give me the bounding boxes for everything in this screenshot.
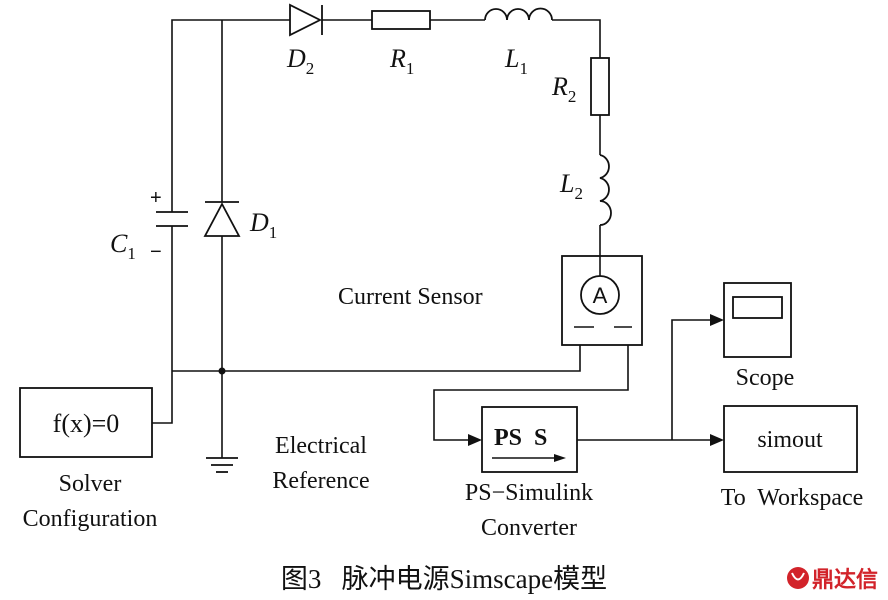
- watermark-text: 鼎达信: [812, 567, 878, 592]
- solver-label-line2: Configuration: [23, 506, 158, 532]
- arrow-to-converter: [468, 434, 482, 446]
- ps-converter-label-line2: Converter: [481, 515, 577, 541]
- ps-converter-block: PS S: [481, 406, 578, 473]
- wires: [152, 19, 712, 458]
- ps-converter-text: PS S: [494, 425, 547, 451]
- solver-label-line1: Solver: [59, 471, 122, 497]
- d1-label: D1: [249, 208, 277, 242]
- wire-sensor-ps: [433, 345, 629, 441]
- to-workspace-label: To Workspace: [721, 485, 864, 511]
- ground-symbol: [206, 457, 238, 473]
- current-sensor-label: Current Sensor: [338, 284, 483, 310]
- l1-label: L1: [504, 44, 528, 78]
- watermark-logo: 鼎达信: [787, 567, 878, 592]
- l2-label: L2: [559, 169, 583, 203]
- wire-l1-r2: [552, 19, 601, 58]
- wire-left-top: [171, 19, 290, 420]
- ps-converter-label-line1: PS−Simulink: [465, 480, 593, 506]
- c1-label: C1: [110, 229, 136, 263]
- solver-equation: f(x)=0: [53, 409, 120, 438]
- c1-minus-sign: −: [150, 241, 162, 263]
- r1-label: R1: [389, 44, 414, 78]
- junction-dot: [218, 367, 226, 375]
- d2-label: D2: [286, 44, 314, 78]
- scope-label: Scope: [736, 365, 795, 391]
- signal-arrows: [468, 314, 724, 446]
- figure-caption: 图3 脉冲电源Simscape模型: [281, 564, 607, 594]
- wire-solver: [152, 420, 173, 424]
- ammeter-symbol: A: [593, 283, 608, 308]
- r2-label: R2: [551, 72, 576, 106]
- capacitor-c1: [156, 211, 188, 227]
- wire-return: [172, 345, 581, 372]
- c1-plus-sign: +: [150, 187, 162, 209]
- current-sensor-block: A: [561, 255, 643, 346]
- wire-to-scope: [671, 319, 712, 440]
- diode-d1: [203, 201, 241, 237]
- scope-block: [723, 282, 792, 358]
- solver-block: [19, 387, 153, 458]
- arrow-to-scope: [710, 314, 724, 326]
- to-workspace-text: simout: [757, 427, 823, 453]
- to-workspace-block: [723, 405, 858, 473]
- electrical-reference-label-line2: Reference: [272, 468, 369, 494]
- resistor-r1: [371, 10, 431, 30]
- arrow-to-workspace: [710, 434, 724, 446]
- electrical-reference-label-line1: Electrical: [275, 433, 367, 459]
- inductor-l1: [484, 7, 553, 21]
- inductor-l2: [599, 154, 612, 226]
- scope-screen: [732, 296, 783, 319]
- diode-d2: [289, 3, 323, 37]
- resistor-r2: [590, 57, 610, 116]
- ps-converter-arrow: [554, 454, 566, 462]
